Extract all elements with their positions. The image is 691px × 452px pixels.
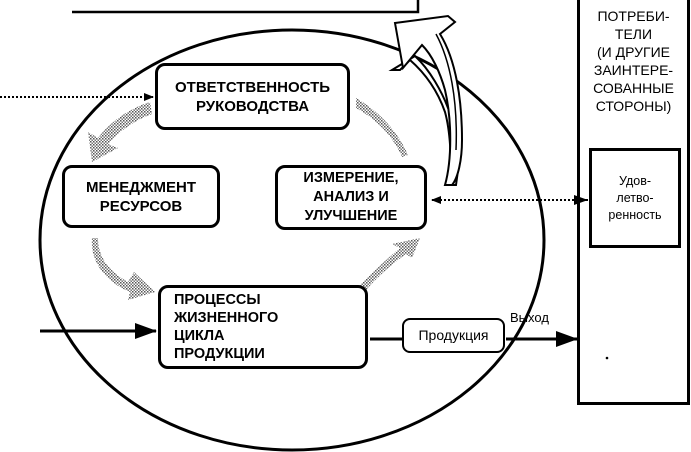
- product-box[interactable]: Продукция: [402, 318, 505, 353]
- product-realization-box[interactable]: ПРОЦЕССЫ ЖИЗНЕННОГО ЦИКЛА ПРОДУКЦИИ: [158, 285, 368, 369]
- resource-management-box[interactable]: МЕНЕДЖМЕНТ РЕСУРСОВ: [62, 165, 220, 228]
- satisfaction-box[interactable]: Удов- летво- ренность: [589, 148, 681, 248]
- measurement-line-3: УЛУЧШЕНИЕ: [304, 208, 398, 224]
- cycle-arrow-resp-to-res: [88, 102, 152, 162]
- cycle-arrow-proc-to-meas: [360, 238, 420, 290]
- customers-title-line: ТЕЛИ: [614, 26, 653, 42]
- customers-title: ПОТРЕБИ- ТЕЛИ (И ДРУГИЕ ЗАИНТЕРЕ- СОВАНН…: [580, 7, 687, 115]
- main-cycle-circle: [38, 28, 546, 452]
- product-realization-line-4: ПРОДУКЦИИ: [174, 346, 265, 362]
- customers-title-line: ПОТРЕБИ-: [597, 8, 670, 24]
- top-frame: [72, 0, 420, 14]
- resource-management-line-1: МЕНЕДЖМЕНТ: [85, 178, 197, 196]
- satisfaction-line: ренность: [608, 207, 662, 222]
- customers-title-line: СОВАННЫЕ: [593, 80, 674, 96]
- output-label: Выход: [510, 310, 549, 325]
- satisfaction-line: летво-: [616, 190, 654, 205]
- resource-management-line-2: РЕСУРСОВ: [99, 197, 183, 215]
- management-responsibility-line-2: РУКОВОДСТВА: [195, 97, 310, 115]
- measurement-analysis-improvement-box[interactable]: ИЗМЕРЕНИЕ, АНАЛИЗ И УЛУЧШЕНИЕ: [275, 165, 427, 230]
- stray-dot: [605, 356, 609, 360]
- customers-title-line: СТОРОНЫ): [595, 98, 672, 114]
- customers-box[interactable]: ПОТРЕБИ- ТЕЛИ (И ДРУГИЕ ЗАИНТЕРЕ- СОВАНН…: [577, 0, 690, 405]
- improvement-arrow-icon: [388, 14, 464, 186]
- customers-title-line: (И ДРУГИЕ: [596, 44, 670, 60]
- management-responsibility-box[interactable]: ОТВЕТСТВЕННОСТЬ РУКОВОДСТВА: [155, 63, 350, 130]
- product-realization-line-3: ЦИКЛА: [174, 328, 225, 344]
- measurement-line-2: АНАЛИЗ И: [313, 189, 389, 205]
- measurement-line-1: ИЗМЕРЕНИЕ,: [303, 170, 399, 186]
- cycle-arrow-meas-to-resp: [356, 98, 408, 157]
- satisfaction-line: Удов-: [618, 173, 651, 188]
- product-realization-line-1: ПРОЦЕССЫ: [174, 292, 261, 308]
- cycle-arrow-res-to-proc: [91, 238, 155, 300]
- product-label: Продукция: [418, 327, 489, 343]
- management-responsibility-line-1: ОТВЕТСТВЕННОСТЬ: [174, 78, 331, 96]
- product-realization-line-2: ЖИЗНЕННОГО: [174, 310, 279, 326]
- customers-title-line: ЗАИНТЕРЕ-: [593, 62, 674, 78]
